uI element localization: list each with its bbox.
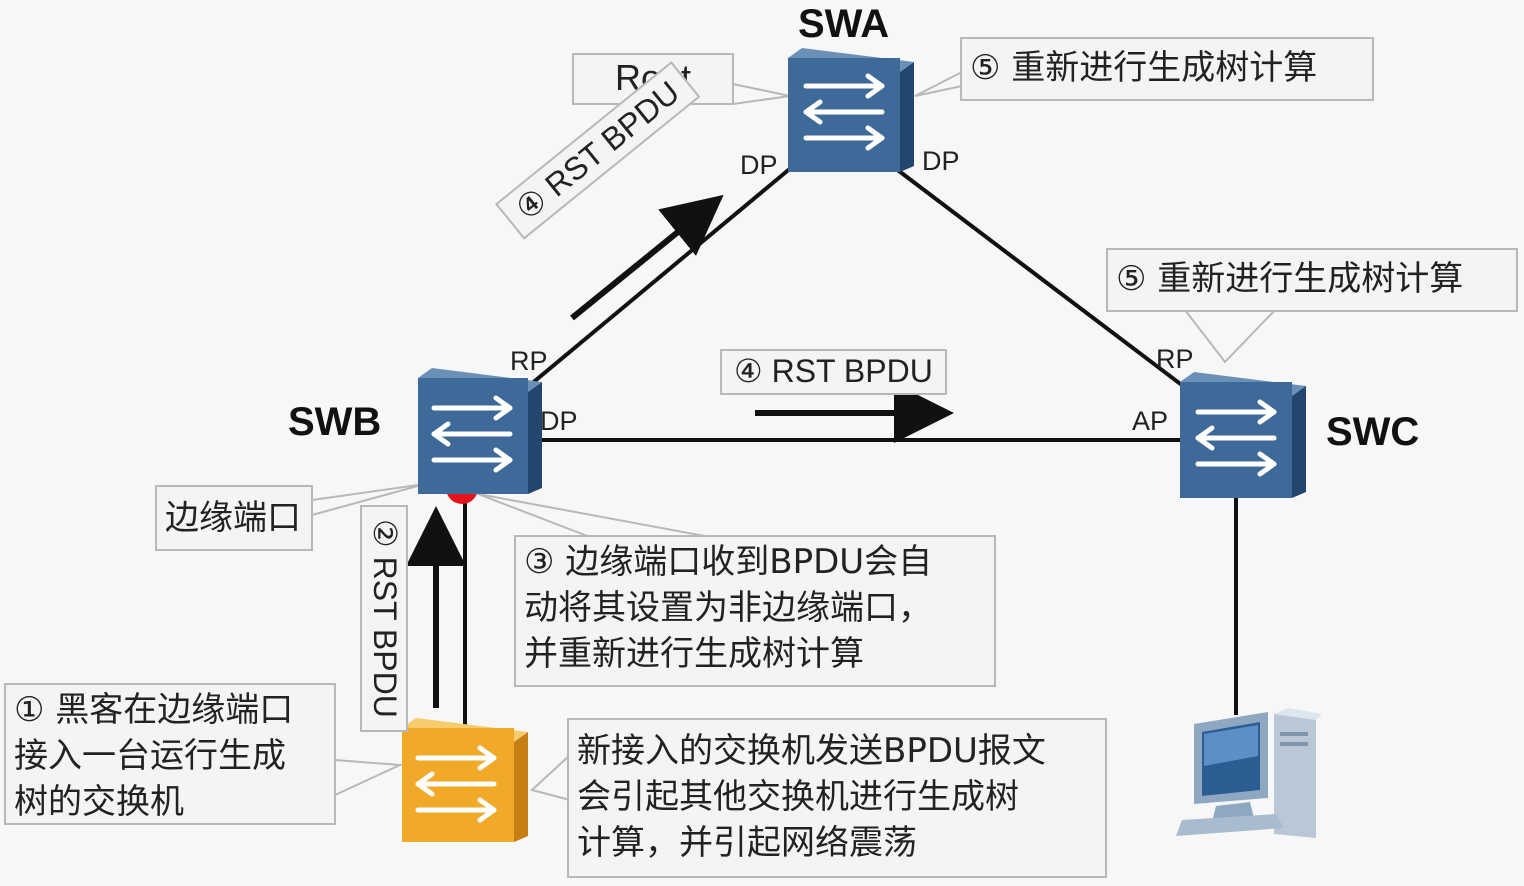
swa-recalc-callout: ⑤ 重新进行生成树计算 <box>960 37 1374 101</box>
pointer-new-switch-effect <box>529 754 571 801</box>
pc-icon <box>1176 708 1322 838</box>
link-swa-swb <box>528 150 812 387</box>
bpdu-from-new-label: ② RST BPDU <box>360 505 408 732</box>
swb-port-right: DP <box>540 406 578 436</box>
new-switch-icon <box>402 718 528 842</box>
swc-port-left: AP <box>1132 406 1169 436</box>
edge-port-receive-callout: ③ 边缘端口收到BPDU会自 动将其设置为非边缘端口， 并重新进行生成树计算 <box>514 535 996 687</box>
swa-switch-icon <box>788 48 914 172</box>
swb-port-up: RP <box>510 346 548 376</box>
swa-port-left: DP <box>740 150 778 180</box>
arrow-bpdu-to-swa <box>570 194 724 321</box>
swc-recalc-callout: ⑤ 重新进行生成树计算 <box>1106 248 1518 312</box>
swa-port-right: DP <box>922 146 960 176</box>
new-switch-effect-callout: 新接入的交换机发送BPDU报文 会引起其他交换机进行生成树 计算，并引起网络震荡 <box>567 718 1107 878</box>
swb-switch-icon <box>418 368 542 494</box>
pointer-swc-recalc <box>1184 309 1276 364</box>
pointer-hacker <box>334 759 404 796</box>
edge-port-callout: 边缘端口 <box>155 485 313 551</box>
pointer-root <box>732 83 791 105</box>
swa-label: SWA <box>798 2 890 46</box>
swc-port-up: RP <box>1156 344 1194 374</box>
swc-label: SWC <box>1326 410 1420 454</box>
hacker-callout: ① 黑客在边缘端口 接入一台运行生成 树的交换机 <box>4 683 336 825</box>
swc-switch-icon <box>1180 372 1306 498</box>
link-swa-swc <box>893 166 1197 397</box>
pointer-swa-recalc <box>914 71 963 97</box>
bpdu-to-swc-label: ④ RST BPDU <box>720 349 947 395</box>
swb-label: SWB <box>288 400 382 444</box>
pointer-edge-port-receive <box>477 493 711 538</box>
